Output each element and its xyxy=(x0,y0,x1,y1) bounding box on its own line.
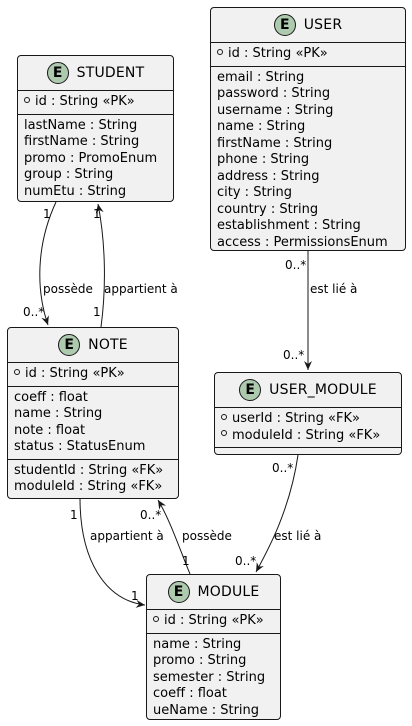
field: address : String xyxy=(217,168,320,184)
line-usermodule-module xyxy=(255,454,299,573)
field: establishment : String xyxy=(217,218,361,233)
card-student-note-a-from: 1 xyxy=(43,207,51,221)
relation-label-appartient-2: appartient à xyxy=(90,529,164,543)
entity-title: STUDENT xyxy=(76,65,145,81)
entity-title: MODULE xyxy=(197,584,260,600)
entity-student[interactable]: E STUDENT id : String «PK» lastName : St… xyxy=(17,55,174,202)
entity-header: E USER_MODULE xyxy=(215,373,401,408)
entity-note[interactable]: E NOTE id : String «PK» coeff : float na… xyxy=(7,327,179,499)
field: access : PermissionsEnum xyxy=(217,234,388,250)
line-student-note-possede xyxy=(39,201,57,326)
entity-header: E USER xyxy=(211,8,405,43)
field: id : String «PK» xyxy=(14,366,172,383)
field: city : String xyxy=(217,185,292,200)
card-note-module-a-from: 1 xyxy=(70,508,78,522)
field: id : String «PK» xyxy=(153,613,274,630)
line-note-student-appartient xyxy=(95,203,105,328)
entity-header: E MODULE xyxy=(147,575,280,610)
key-section: userId : String «FK» moduleId : String «… xyxy=(215,408,401,448)
field: id : String «PK» xyxy=(217,46,399,63)
entity-user[interactable]: E USER id : String «PK» email : String p… xyxy=(210,7,406,251)
field: status : StatusEnum xyxy=(14,439,146,454)
field: lastName : String xyxy=(24,117,138,133)
attribute-section: coeff : float name : String note : float… xyxy=(8,387,178,460)
entity-icon: E xyxy=(273,14,296,36)
entity-title: NOTE xyxy=(88,337,128,353)
relation-label-appartient: appartient à xyxy=(104,282,178,296)
attribute-section: email : String password : String usernam… xyxy=(211,67,405,255)
entity-icon: E xyxy=(46,62,69,84)
field: group : String xyxy=(24,167,114,182)
entity-icon: E xyxy=(58,334,81,356)
card-usermodule-module-to: 0..* xyxy=(235,554,257,568)
field: promo : String xyxy=(153,653,247,668)
card-note-module-a-to: 1 xyxy=(131,589,139,603)
field: name : String xyxy=(14,406,103,421)
field: name : String xyxy=(153,636,242,652)
card-usermodule-module-from: 0..* xyxy=(272,461,294,475)
primary-key-section: id : String «PK» xyxy=(211,43,405,67)
relation-label-possede-2: possède xyxy=(182,529,232,543)
entity-user-module[interactable]: E USER_MODULE userId : String «FK» modul… xyxy=(214,372,402,455)
field: username : String xyxy=(217,102,334,118)
card-note-module-b-from: 1 xyxy=(182,554,190,568)
entity-module[interactable]: E MODULE id : String «PK» name : String … xyxy=(146,574,281,720)
field: numEtu : String xyxy=(24,183,127,199)
field: firstName : String xyxy=(217,135,333,151)
line-module-note-possede xyxy=(157,499,191,575)
field: userId : String «FK» xyxy=(221,411,395,428)
field: firstName : String xyxy=(24,134,140,149)
card-student-note-b-to: 1 xyxy=(93,207,101,221)
relation-label-est-lie-2: est lié à xyxy=(274,529,322,543)
field: coeff : float xyxy=(14,389,88,405)
field: phone : String xyxy=(217,152,310,167)
foreign-key-section: studentId : String «FK» moduleId : Strin… xyxy=(8,460,178,499)
primary-key-section: id : String «PK» xyxy=(18,91,173,115)
entity-title: USER xyxy=(303,17,343,33)
primary-key-section: id : String «PK» xyxy=(147,610,280,634)
field: studentId : String «FK» xyxy=(14,462,164,478)
entity-header: E STUDENT xyxy=(18,56,173,91)
primary-key-section: id : String «PK» xyxy=(8,363,178,387)
relation-label-possede: possède xyxy=(43,282,93,296)
field: ueName : String xyxy=(153,702,260,718)
relation-label-est-lie: est lié à xyxy=(310,282,358,296)
entity-title: USER_MODULE xyxy=(269,382,377,398)
attribute-section: name : String promo : String semester : … xyxy=(147,634,280,723)
field: country : String xyxy=(217,201,319,217)
field: email : String xyxy=(217,69,305,85)
line-note-module-appartient xyxy=(79,497,146,608)
card-user-usermodule-from: 0..* xyxy=(285,258,307,272)
empty-section xyxy=(215,448,401,454)
field: promo : PromoEnum xyxy=(24,150,158,166)
card-student-note-b-from: 1 xyxy=(93,305,101,319)
entity-icon: E xyxy=(239,379,262,401)
field: moduleId : String «FK» xyxy=(221,428,395,445)
card-student-note-a-to: 0..* xyxy=(23,305,45,319)
field: semester : String xyxy=(153,669,266,685)
card-note-module-b-to: 0..* xyxy=(140,508,162,522)
entity-header: E NOTE xyxy=(8,328,178,363)
field: name : String xyxy=(217,119,306,134)
field: password : String xyxy=(217,86,331,101)
field: id : String «PK» xyxy=(24,94,167,111)
card-user-usermodule-to: 0..* xyxy=(283,348,305,362)
entity-icon: E xyxy=(167,581,190,603)
attribute-section: lastName : String firstName : String pro… xyxy=(18,115,173,204)
field: moduleId : String «FK» xyxy=(14,479,163,494)
field: note : float xyxy=(14,422,86,438)
field: coeff : float xyxy=(153,686,227,701)
